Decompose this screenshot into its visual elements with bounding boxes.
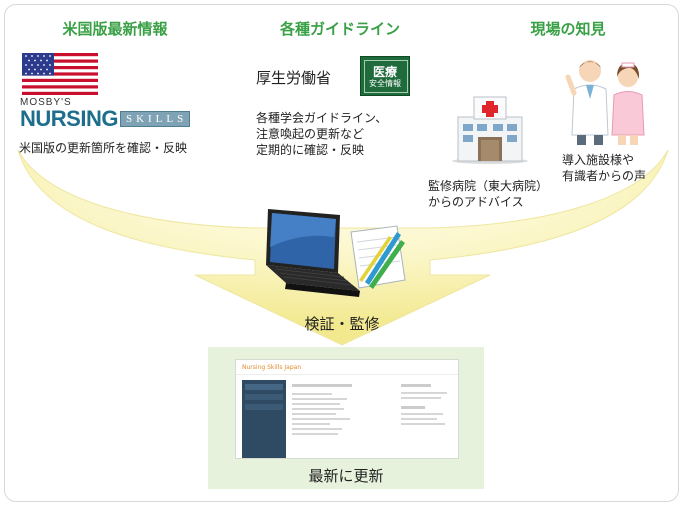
guideline-line: 各種学会ガイドライン、 xyxy=(256,111,388,125)
logo-skills-text: SKILLS xyxy=(119,111,191,127)
hospital-line: 監修病院（東大病院） xyxy=(428,179,549,193)
badge-line2: 安全情報 xyxy=(369,79,401,88)
hospital-icon xyxy=(452,96,528,164)
laptop-icon xyxy=(266,209,360,297)
preview-sidebar xyxy=(242,380,286,458)
verify-label: 検証・監修 xyxy=(304,315,380,333)
website-preview: Nursing Skills Japan xyxy=(235,359,459,459)
logo-mosbys-text: MOSBY'S xyxy=(20,97,72,108)
hospital-line: からのアドバイス xyxy=(428,195,524,209)
us-flag-icon xyxy=(22,53,98,95)
users-text: 導入施設様や 有識者からの声 xyxy=(562,152,646,184)
mosbys-logo: MOSBY'S NURSING SKILLS xyxy=(20,97,200,132)
notepad-icon xyxy=(350,225,406,289)
doctor-nurse-icon xyxy=(565,60,645,145)
ministry-label: 厚生労働省 xyxy=(256,69,332,87)
site-title: Nursing Skills Japan xyxy=(242,364,302,371)
medical-safety-badge: 医療 安全情報 xyxy=(360,56,410,96)
guideline-text: 各種学会ガイドライン、 注意喚起の更新など 定期的に確認・反映 xyxy=(256,110,387,158)
header-guidelines: 各種ガイドライン xyxy=(279,20,400,38)
logo-nursing-text: NURSING xyxy=(20,106,118,131)
us-description: 米国版の更新箇所を確認・反映 xyxy=(19,141,188,155)
users-line: 有識者からの声 xyxy=(562,169,647,183)
header-us: 米国版最新情報 xyxy=(62,20,168,38)
guideline-line: 定期的に確認・反映 xyxy=(256,143,365,157)
header-field: 現場の知見 xyxy=(530,20,606,38)
hospital-text: 監修病院（東大病院） からのアドバイス xyxy=(428,178,548,210)
users-line: 導入施設様や xyxy=(562,153,635,167)
update-panel: Nursing Skills Japan xyxy=(208,347,484,489)
badge-line1: 医療 xyxy=(372,65,397,79)
guideline-line: 注意喚起の更新など xyxy=(256,127,365,141)
update-label: 最新に更新 xyxy=(308,467,384,485)
